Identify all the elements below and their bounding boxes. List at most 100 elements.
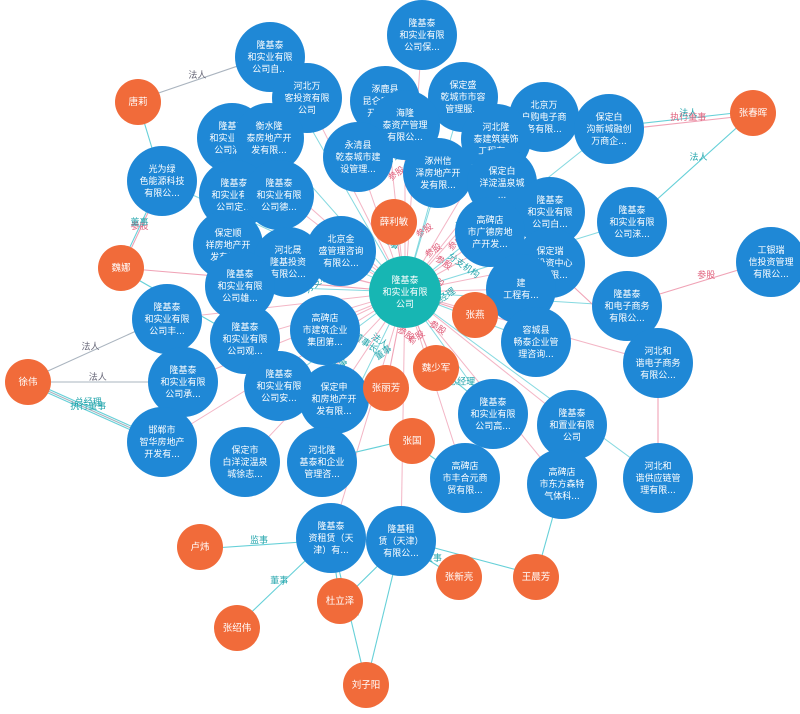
node-label: 河北隆 <box>482 121 509 133</box>
person-node[interactable]: 张丽芳 <box>363 365 409 411</box>
node-circle <box>244 160 314 230</box>
node-label: 和实业有限 <box>399 29 444 41</box>
node-label: 智华房地产 <box>139 436 184 448</box>
node-label: 畅泰企业管 <box>513 336 558 348</box>
edge-label: 董事 <box>270 575 288 587</box>
node-label: 管理服... <box>445 103 481 115</box>
person-node[interactable]: 张国 <box>389 418 435 464</box>
edge-label: 监事 <box>250 534 268 546</box>
node-label: 气体科... <box>544 490 580 502</box>
company-node[interactable]: 隆基泰和实业有限公司雄... <box>205 251 275 321</box>
node-label: 有限公... <box>640 369 676 381</box>
node-circle <box>5 359 51 405</box>
person-node[interactable]: 薛利敏 <box>371 199 417 245</box>
node-label: 万商企... <box>591 135 627 147</box>
node-label: 魏娜 <box>111 262 131 274</box>
company-node[interactable]: 高碑店市东方森特气体科... <box>527 449 597 519</box>
person-node[interactable]: 王晨芳 <box>513 554 559 600</box>
spoke-edge <box>306 97 406 293</box>
company-node[interactable]: 光为绿色能源科技有限公... <box>127 146 197 216</box>
node-label: 理咨询... <box>518 348 554 360</box>
company-node[interactable]: 北京金盛管理咨询有限公... <box>306 216 376 286</box>
node-label: 有限公... <box>323 257 359 269</box>
company-node[interactable]: 隆基泰和实业有限公司涞... <box>597 187 667 257</box>
person-node[interactable]: 张新亮 <box>436 554 482 600</box>
person-node[interactable]: 卢炜 <box>177 524 223 570</box>
node-label: 隆基泰 <box>479 396 506 408</box>
node-circle <box>513 554 559 600</box>
node-circle <box>115 79 161 125</box>
company-node[interactable]: 永清县乾泰城市建设管理... <box>323 122 393 192</box>
company-node[interactable]: 邯郸市智华房地产开发有... <box>127 407 197 477</box>
node-label: 河北晟 <box>274 244 301 256</box>
node-circle <box>127 146 197 216</box>
node-circle <box>623 328 693 398</box>
company-node[interactable]: 涿州信泽房地产开发有限... <box>403 138 473 208</box>
company-node[interactable]: 隆基泰和实业有限公司白... <box>515 177 585 247</box>
edge-label: 执行董事 <box>70 400 106 412</box>
node-label: 谐供应链管 <box>635 472 680 484</box>
node-label: 高碑店 <box>476 214 503 226</box>
node-label: 和实业有限 <box>527 206 572 218</box>
company-node[interactable]: 隆基泰和实业有限公司德... <box>244 160 314 230</box>
node-label: 泰建筑装饰 <box>473 133 518 145</box>
node-label: 隆基泰 <box>265 368 292 380</box>
company-node[interactable]: 高碑店市广德房地产开发... <box>455 197 525 267</box>
node-label: 涿鹿县 <box>371 83 398 95</box>
node-label: 隆基泰 <box>618 204 645 216</box>
node-label: 北京金 <box>327 233 354 245</box>
node-circle <box>455 197 525 267</box>
node-label: 海隆 <box>396 107 414 119</box>
company-node[interactable]: 高碑店市丰合元商贸有限... <box>430 443 500 513</box>
person-node[interactable]: 张绍伟 <box>214 605 260 651</box>
node-label: 有限公... <box>383 547 419 559</box>
node-circle <box>148 347 218 417</box>
node-label: 张燕 <box>465 309 485 321</box>
person-node[interactable]: 张燕 <box>452 292 498 338</box>
node-label: 公司德... <box>261 201 297 213</box>
company-node[interactable]: 保定白沟新城融创万商企... <box>574 94 644 164</box>
company-node[interactable]: 河北和谐供应链管理有限... <box>623 443 693 513</box>
company-node[interactable]: 保定申和房地产开发有限... <box>299 364 369 434</box>
company-node[interactable]: 隆基泰和实业有限公司丰... <box>132 284 202 354</box>
person-node[interactable]: 杜立泽 <box>317 578 363 624</box>
node-label: 隆基泰 <box>391 274 418 286</box>
person-node[interactable]: 唐莉 <box>115 79 161 125</box>
node-circle <box>486 254 556 324</box>
node-label: 徐伟 <box>18 376 37 388</box>
node-label: 有限公... <box>753 268 789 280</box>
company-node[interactable]: 河北和谐电子商务有限公... <box>623 328 693 398</box>
company-node[interactable]: 隆基租赁（天津）有限公... <box>366 506 436 576</box>
person-node[interactable]: 魏娜 <box>98 245 144 291</box>
person-node[interactable]: 魏少军 <box>413 345 459 391</box>
node-label: 贸有限... <box>447 484 483 496</box>
person-node[interactable]: 张春晖 <box>730 90 776 136</box>
node-label: 客投资有限 <box>284 92 329 104</box>
company-node[interactable]: 保定市白洋淀温泉城徐志... <box>210 427 280 497</box>
node-label: 和实业有限 <box>256 380 301 392</box>
company-node[interactable]: 隆基泰和实业有限公司承... <box>148 347 218 417</box>
company-node[interactable]: 河北隆基泰和企业管理咨... <box>287 427 357 497</box>
node-label: 刘子阳 <box>352 679 381 691</box>
person-node[interactable]: 徐伟 <box>5 359 51 405</box>
node-label: 和实业有限 <box>382 286 427 298</box>
node-label: 隆基泰 <box>265 177 292 189</box>
node-circle <box>369 256 441 328</box>
edge-label: 参股 <box>427 317 449 337</box>
company-node[interactable]: 隆基泰和实业有限公司保... <box>387 0 457 70</box>
node-label: 和实业有限 <box>247 51 292 63</box>
node-label: 和房地产开 <box>311 393 356 405</box>
company-node[interactable]: 隆基泰和实业有限公司安... <box>244 351 314 421</box>
company-node[interactable]: 隆基泰和实业有限公司高... <box>458 379 528 449</box>
company-node[interactable]: 建工程有... <box>486 254 556 324</box>
company-node[interactable]: 高碑店市建筑企业集团第... <box>290 295 360 365</box>
company-node[interactable]: 隆基泰和电子商务有限公... <box>592 271 662 341</box>
company-node[interactable]: 衡水隆泰房地产开发有限... <box>234 103 304 173</box>
company-node[interactable]: 隆基泰资租赁（天津）有... <box>296 503 366 573</box>
person-node[interactable]: 刘子阳 <box>343 662 389 708</box>
company-node[interactable]: 容城县畅泰企业管理咨询... <box>501 307 571 377</box>
company-node[interactable]: 工银瑞信投资管理有限公... <box>736 227 800 297</box>
node-circle <box>527 449 597 519</box>
